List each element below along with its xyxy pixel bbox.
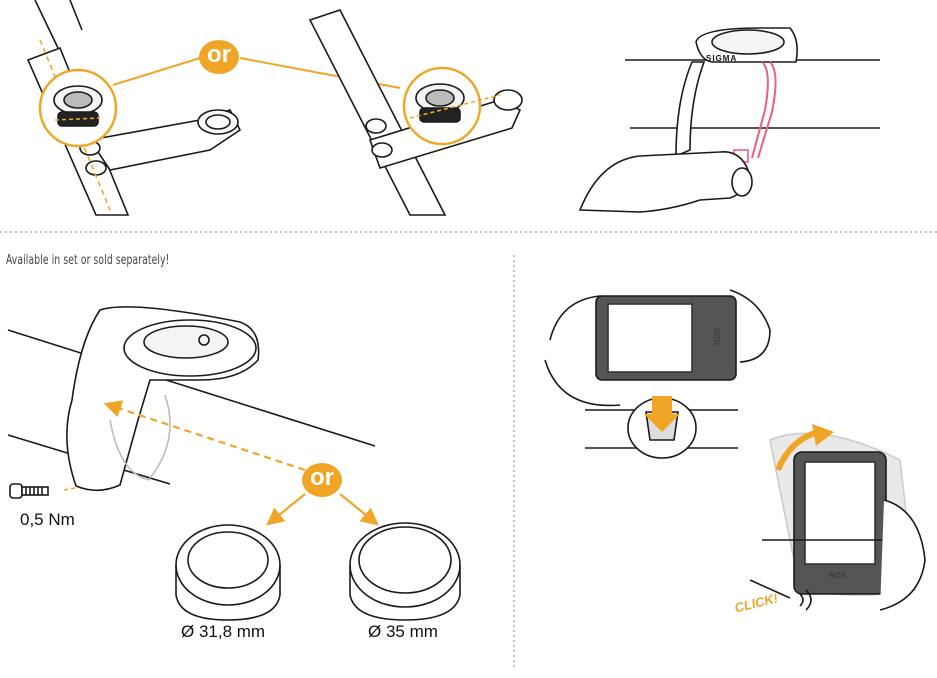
device-model-label-bottom: ROX — [829, 571, 847, 580]
panel-outfront-mount — [7, 306, 461, 621]
or-badge-bottom: or — [302, 463, 342, 497]
or-badge-top: or — [199, 40, 239, 74]
panel-strap-mount: SIGMA — [578, 27, 880, 213]
adapter-ring-35 — [349, 522, 461, 621]
or-connector-left — [112, 57, 201, 86]
screw-icon — [9, 483, 49, 499]
adapter-ring-31-8 — [175, 524, 281, 621]
panel-handlebar-mount — [308, 9, 523, 216]
availability-note: Available in set or sold separately! — [6, 253, 170, 268]
device-model-label-top: ROX — [713, 327, 722, 345]
panel-device-attach: ROX ROX — [544, 289, 926, 611]
panel-stem-mount — [26, 0, 242, 216]
ring-diameter-31-8: Ø 31,8 mm — [181, 622, 266, 641]
ring-diameter-35: Ø 35 mm — [368, 622, 438, 641]
brand-label: SIGMA — [706, 54, 737, 63]
torque-label: 0,5 Nm — [20, 510, 75, 529]
